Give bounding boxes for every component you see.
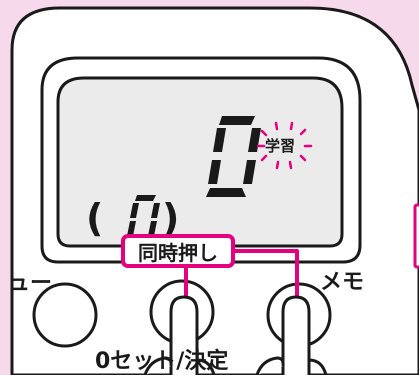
lcd-screen: [40, 56, 362, 264]
side-tab: [413, 203, 419, 269]
finger-icon-left: [143, 295, 216, 375]
finger-icon-right: [255, 295, 328, 375]
paren-open: (: [86, 196, 104, 240]
left-button-label: ュー: [8, 271, 53, 296]
left-button[interactable]: [32, 282, 98, 348]
blink-rays-icon: [256, 121, 313, 170]
zero-set-confirm-label: 0セット/決定: [95, 349, 229, 374]
paren-close: ): [162, 196, 180, 240]
right-button-label: メモ: [320, 270, 365, 295]
simultaneous-press-callout: 同時押し: [121, 234, 235, 268]
blink-label: 学習: [265, 137, 296, 155]
